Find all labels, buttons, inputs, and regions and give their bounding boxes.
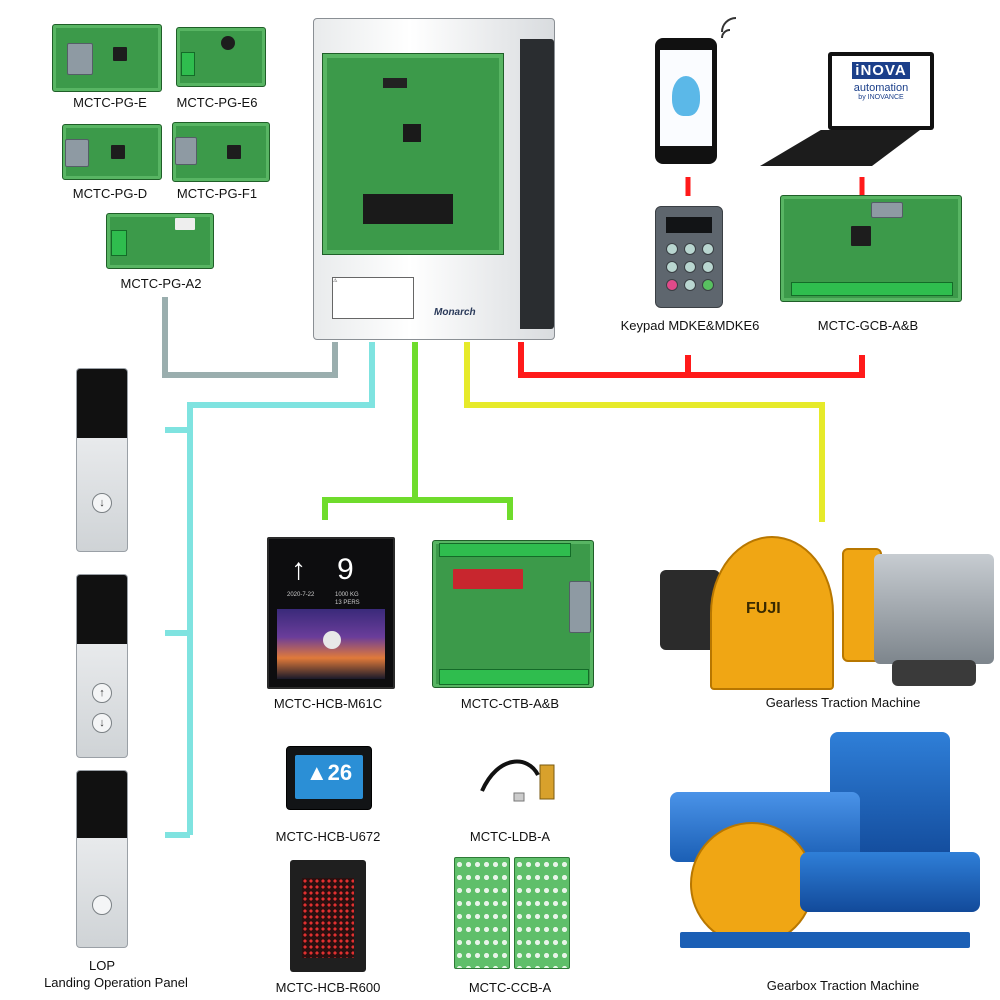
pcb-pg-e6 [176, 27, 266, 87]
label-ldb: MCTC-LDB-A [469, 829, 551, 844]
label-pg-e: MCTC-PG-E [73, 95, 147, 110]
pcb-pg-a2 [106, 213, 214, 269]
keypad-device [655, 206, 723, 308]
display-capacity: 1000 KG [335, 592, 359, 598]
lop-panel-1: ↓ [76, 368, 128, 552]
up-button-icon[interactable]: ↑ [92, 683, 112, 703]
machine-wire [464, 342, 825, 522]
label-hcb-m61c: MCTC-HCB-M61C [273, 696, 383, 711]
label-gearbox: Gearbox Traction Machine [766, 978, 920, 993]
pcb-pg-f1 [172, 122, 270, 182]
inova-logo: iNOVA [852, 62, 910, 79]
label-ccb: MCTC-CCB-A [468, 980, 552, 995]
pcb-ccb-left [454, 857, 510, 969]
display-persons: 13 PERS [335, 600, 360, 606]
label-lop-full: Landing Operation Panel [44, 975, 188, 990]
fuji-brand: FUJI [746, 600, 781, 617]
controller-brand: Monarch [434, 307, 476, 318]
video-area [277, 609, 385, 679]
lop-wire [187, 342, 375, 835]
pcb-pg-e [52, 24, 162, 92]
direction-arrow: ↑ [291, 553, 306, 586]
ldb-sensor [480, 759, 555, 802]
label-keypad: Keypad MDKE&MDKE6 [620, 318, 760, 333]
pcb-ccb-right [514, 857, 570, 969]
label-pg-f1: MCTC-PG-F1 [176, 186, 258, 201]
encoder-wire [162, 297, 338, 378]
label-pg-a2: MCTC-PG-A2 [120, 276, 202, 291]
mascot-icon [672, 76, 700, 116]
car-wire-branch [322, 497, 513, 520]
wifi-icon [721, 17, 737, 39]
u672-screen: ▲26 [295, 755, 363, 799]
smartphone [655, 38, 717, 164]
label-gearless: Gearless Traction Machine [765, 695, 921, 710]
laptop: iNOVA automation by INOVANCE [828, 52, 934, 130]
pcb-ctb [432, 540, 594, 688]
down-button-icon[interactable]: ↓ [92, 713, 112, 733]
floor-number: 9 [337, 553, 354, 586]
lop-panel-2: ↑ ↓ [76, 574, 128, 758]
hcb-m61c-display: ↑ 9 2020-7-22 1000 KG 13 PERS [267, 537, 395, 689]
hcb-r600-display [290, 860, 366, 972]
label-ctb: MCTC-CTB-A&B [460, 696, 560, 711]
gearless-traction-machine: FUJI [660, 530, 1000, 700]
down-button-icon[interactable]: ↓ [92, 493, 112, 513]
by-inovance-text: by INOVANCE [858, 94, 904, 101]
pcb-gcb [780, 195, 962, 302]
label-pg-d: MCTC-PG-D [72, 186, 148, 201]
pcb-pg-d [62, 124, 162, 180]
gearbox-traction-machine [650, 722, 1000, 968]
hcb-u672-display: ▲26 [286, 746, 372, 810]
label-hcb-r600: MCTC-HCB-R600 [275, 980, 381, 995]
call-button-icon[interactable] [92, 895, 112, 915]
label-pg-e6: MCTC-PG-E6 [176, 95, 258, 110]
automation-text: automation [853, 82, 909, 94]
display-date: 2020-7-22 [287, 592, 315, 598]
label-hcb-u672: MCTC-HCB-U672 [275, 829, 381, 844]
monarch-controller: ⚠ Monarch [313, 18, 555, 340]
play-icon[interactable] [323, 631, 341, 649]
lop-panel-3 [76, 770, 128, 948]
remote-wire [518, 342, 865, 378]
label-gcb: MCTC-GCB-A&B [817, 318, 919, 333]
label-lop: LOP [88, 958, 116, 973]
